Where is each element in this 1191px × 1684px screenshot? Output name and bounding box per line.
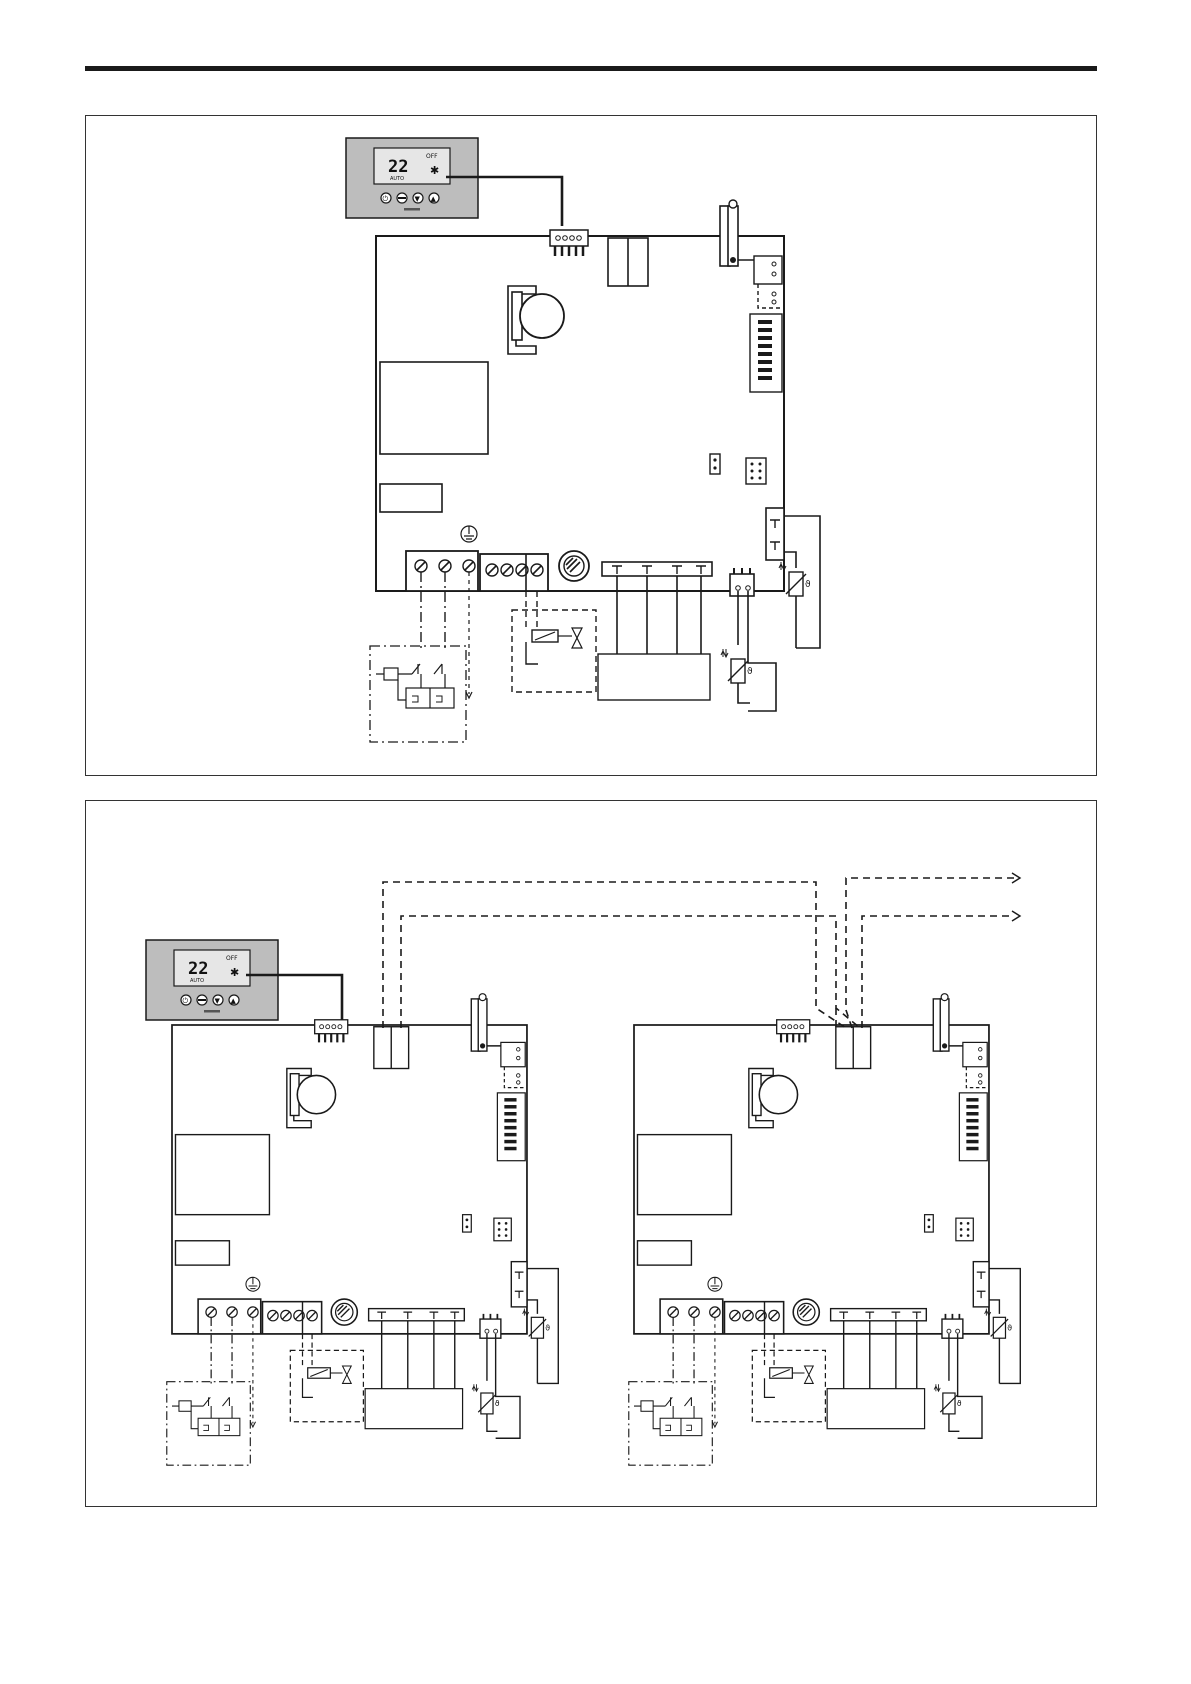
network-bus-a: [383, 882, 846, 1028]
single-unit-diagram: [346, 138, 820, 742]
control-board-slave: [629, 994, 1021, 1466]
control-board-master: [167, 994, 559, 1466]
controller-connector: [550, 230, 588, 256]
network-bus-b: [401, 916, 860, 1028]
control-board: [370, 200, 820, 742]
bus-continuation-arrows: [1012, 873, 1020, 921]
wall-controller-network: [146, 940, 278, 1020]
network-diagram: [146, 873, 1020, 1465]
